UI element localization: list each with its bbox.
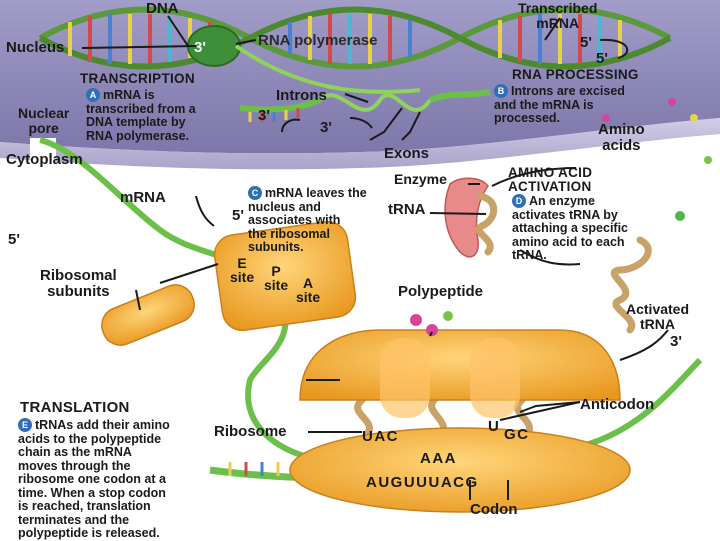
enzyme-label: Enzyme xyxy=(394,171,447,187)
five-prime-label-2: 5' xyxy=(596,50,608,67)
mrna-sequence: AUGUUUACG xyxy=(366,474,479,491)
polypeptide-label: Polypeptide xyxy=(398,283,484,300)
step-c-badge: C xyxy=(248,186,262,200)
nuclear-pore-label: Nuclear pore xyxy=(18,105,70,136)
p-site-label: P site xyxy=(264,263,289,293)
cytoplasm-label: Cytoplasm xyxy=(6,151,83,168)
step-a-badge: A xyxy=(86,88,100,102)
large-subunit xyxy=(213,220,357,332)
dna-label: DNA xyxy=(146,0,179,17)
transcribed-mrna-strand xyxy=(234,44,421,94)
polypeptide-chain xyxy=(410,311,453,336)
anticodon-label: Anticodon xyxy=(580,396,655,413)
ribosome-complex xyxy=(289,329,631,513)
anticodon-uac: UAC xyxy=(362,428,399,445)
step-b-badge: B xyxy=(494,84,508,98)
ribosome-label: Ribosome xyxy=(214,423,287,440)
transcription-heading: TRANSCRIPTION xyxy=(80,71,195,86)
small-subunit xyxy=(101,284,195,346)
five-prime-left-label: 5' xyxy=(8,231,20,248)
exons-label: Exons xyxy=(384,145,430,162)
pre-mrna-with-introns xyxy=(239,89,491,122)
step-d-badge: D xyxy=(512,194,526,208)
translation-body: tRNAs add their amino acids to the polyp… xyxy=(18,418,170,540)
step-e-badge: E xyxy=(18,418,32,432)
rna-polymerase-label: RNA polymerase xyxy=(258,32,378,49)
process-arrows xyxy=(195,38,669,381)
activated-trna-3prime: 3' xyxy=(670,333,682,350)
ribosomal-subunits-label: Ribosomal subunits xyxy=(40,267,117,300)
leader-lines xyxy=(81,15,581,500)
rna-processing-body: Introns are excised and the mRNA is proc… xyxy=(494,84,625,125)
intron-3prime-right: 3' xyxy=(320,119,332,136)
enzyme-shape xyxy=(444,177,489,258)
aaa-letters: AAA xyxy=(420,450,457,467)
three-prime-label: 3' xyxy=(194,39,206,56)
a-site-label: A site xyxy=(296,275,321,305)
introns-label: Introns xyxy=(276,87,327,104)
translation-heading: TRANSLATION xyxy=(20,399,130,416)
mrna-label: mRNA xyxy=(120,189,166,206)
transcription-body: mRNA is transcribed from a DNA template … xyxy=(86,88,196,143)
ribosomal-subunits xyxy=(101,220,357,346)
rna-processing-heading: RNA PROCESSING xyxy=(512,67,639,82)
e-site-label: E site xyxy=(230,255,255,285)
step-c-body: mRNA leaves the nucleus and associates w… xyxy=(248,186,367,254)
anticodon-gc: GC xyxy=(504,426,530,443)
amino-acids-label: Amino acids xyxy=(598,121,645,154)
nucleus-label: Nucleus xyxy=(6,39,65,56)
transcribed-mrna-label: Transcribed mRNA xyxy=(518,0,598,31)
anticodon-u: U xyxy=(488,418,501,435)
amino-acid-balls xyxy=(602,98,712,221)
mrna-five-prime: 5' xyxy=(232,207,244,224)
amino-acid-activation-heading: AMINO ACID ACTIVATION xyxy=(508,165,593,195)
intron-3prime-left: 3' xyxy=(258,107,270,124)
codon-label: Codon xyxy=(470,501,518,518)
five-prime-label-1: 5' xyxy=(580,34,592,51)
trna-label: tRNA xyxy=(388,201,426,218)
activated-trna-label: Activated tRNA xyxy=(626,301,690,332)
activation-body: An enzyme activates tRNA by attaching a … xyxy=(512,194,629,262)
